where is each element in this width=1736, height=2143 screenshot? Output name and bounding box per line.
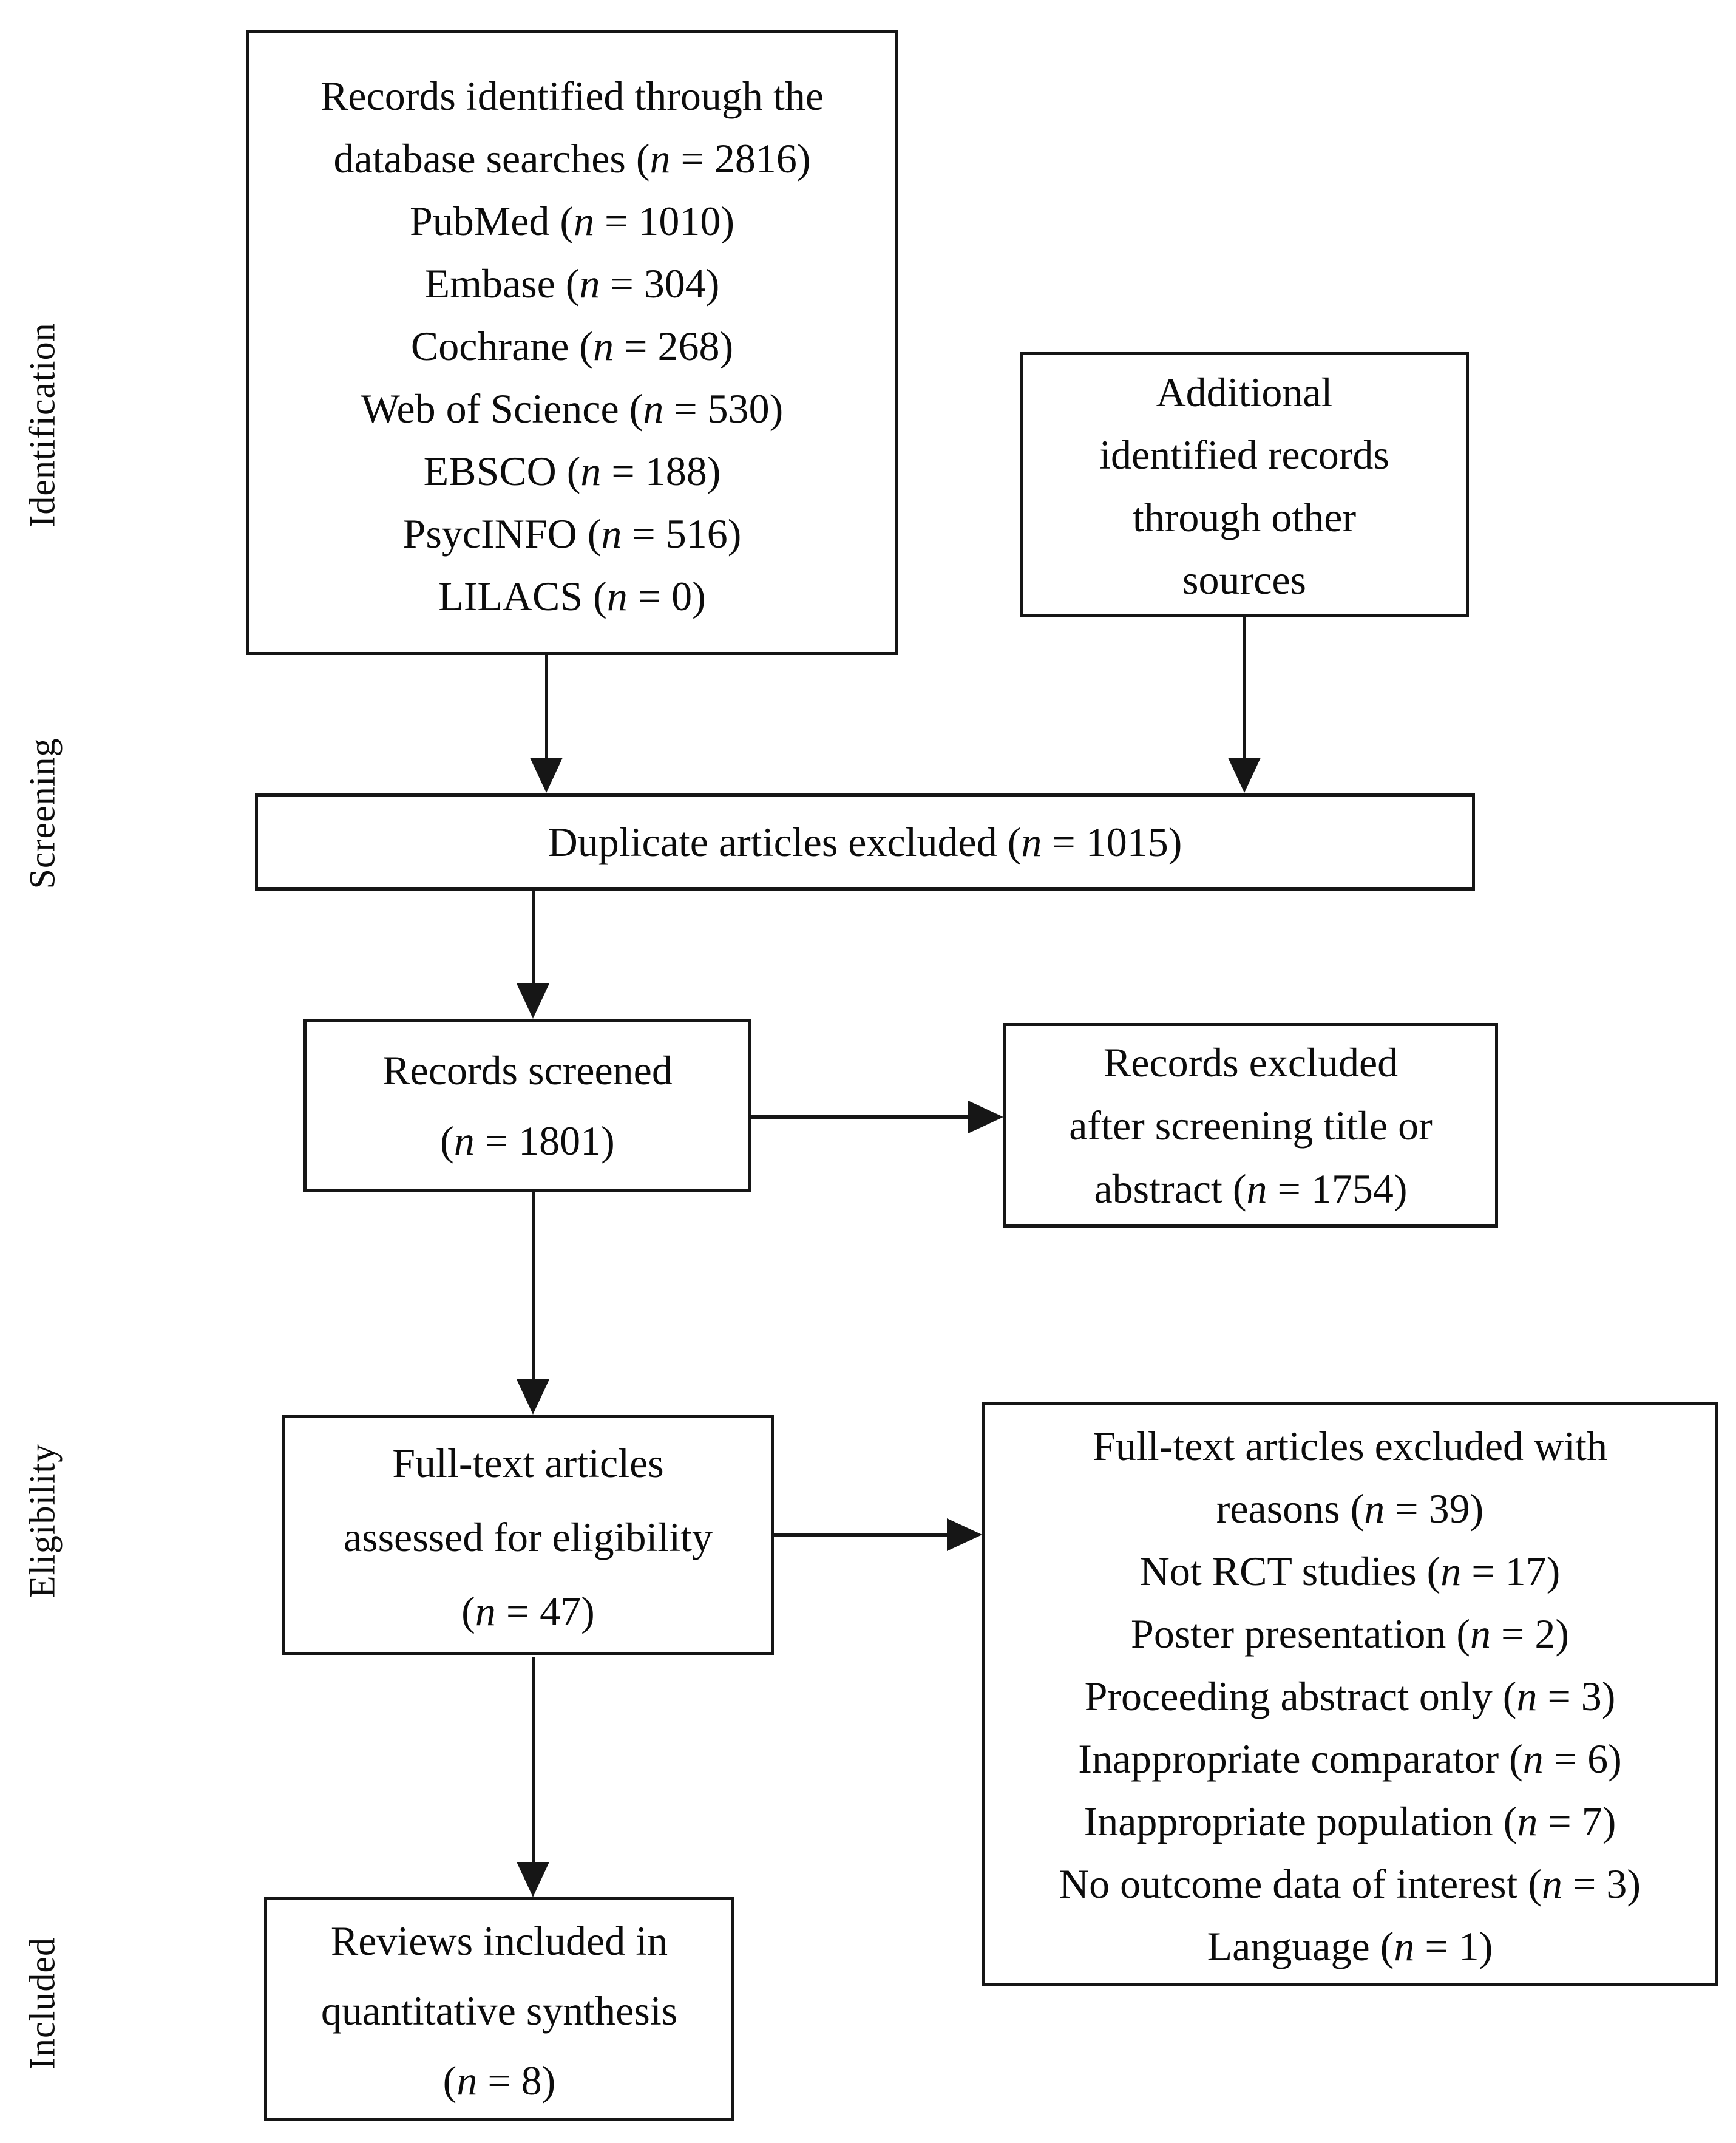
box-line: EBSCO (n = 188) <box>423 448 721 494</box>
box-line: after screening title or <box>1069 1102 1433 1149</box>
box-line: (n = 8) <box>442 2057 556 2104</box>
box-reviews-included: Reviews included in quantitative synthes… <box>264 1897 734 2121</box>
stage-label-included: Included <box>22 1937 63 2070</box>
box-line: LILACS (n = 0) <box>438 573 706 619</box>
box-line: PubMed (n = 1010) <box>409 198 735 244</box>
arrow-head <box>517 1379 549 1415</box>
box-line: identified records <box>1099 432 1389 478</box>
arrow-head <box>1228 758 1261 793</box>
box-line: Cochrane (n = 268) <box>410 323 734 369</box>
box-line: Records screened <box>382 1047 673 1093</box>
arrow-head <box>947 1518 982 1551</box>
box-line: Inappropriate population (n = 7) <box>1083 1798 1616 1844</box>
box-line: Full-text articles <box>392 1440 664 1486</box>
box-line: Records identified through the <box>320 73 824 119</box>
arrow-line <box>532 891 535 985</box>
box-fulltext-assessed: Full-text articles assessed for eligibil… <box>282 1415 774 1655</box>
box-line: Inappropriate comparator (n = 6) <box>1078 1736 1622 1782</box>
stage-label-screening: Screening <box>22 738 63 889</box>
box-line: quantitative synthesis <box>320 1988 678 2034</box>
stage-label-identification: Identification <box>22 322 63 528</box>
box-line: Language (n = 1) <box>1207 1923 1493 1969</box>
box-line: (n = 47) <box>461 1588 595 1634</box>
box-line: Reviews included in <box>330 1918 668 1964</box>
box-line: assessed for eligibility <box>343 1514 713 1560</box>
box-line: Not RCT studies (n = 17) <box>1139 1548 1561 1594</box>
box-line: Records excluded <box>1103 1039 1399 1085</box>
arrow-line <box>774 1533 949 1537</box>
arrow-head <box>530 758 563 793</box>
box-line: abstract (n = 1754) <box>1094 1166 1408 1212</box>
box-line: sources <box>1182 557 1306 603</box>
arrow-head <box>968 1101 1003 1133</box>
box-line: No outcome data of interest (n = 3) <box>1059 1861 1641 1907</box>
box-records-excluded: Records excluded after screening title o… <box>1003 1023 1498 1228</box>
arrow-head <box>517 1862 549 1897</box>
arrow-line <box>545 655 548 759</box>
box-line: database searches (n = 2816) <box>333 135 811 182</box>
box-records-identified: Records identified through the database … <box>246 30 898 655</box>
box-line: Duplicate articles excluded (n = 1015) <box>548 818 1182 865</box>
box-additional-records: Additional identified records through ot… <box>1020 352 1469 617</box>
box-duplicates-excluded: Duplicate articles excluded (n = 1015) <box>255 793 1475 891</box>
box-line: PsycINFO (n = 516) <box>402 511 742 557</box>
stage-label-eligibility: Eligibility <box>22 1443 63 1598</box>
box-line: Proceeding abstract only (n = 3) <box>1084 1673 1616 1719</box>
box-line: Embase (n = 304) <box>424 260 720 307</box>
box-line: Full-text articles excluded with <box>1093 1423 1607 1469</box>
box-line: Poster presentation (n = 2) <box>1131 1611 1569 1657</box>
arrow-line <box>751 1115 970 1119</box>
box-fulltext-excluded: Full-text articles excluded with reasons… <box>982 1402 1718 1986</box>
box-line: Web of Science (n = 530) <box>361 385 784 432</box>
box-line: Additional <box>1156 369 1333 415</box>
box-line: through other <box>1132 494 1357 540</box>
arrow-head <box>517 983 549 1019</box>
arrow-line <box>532 1192 535 1381</box>
arrow-line <box>1243 617 1246 759</box>
box-records-screened: Records screened (n = 1801) <box>303 1019 751 1192</box>
box-line: reasons (n = 39) <box>1216 1486 1484 1532</box>
arrow-line <box>532 1657 535 1864</box>
box-line: (n = 1801) <box>440 1118 615 1164</box>
